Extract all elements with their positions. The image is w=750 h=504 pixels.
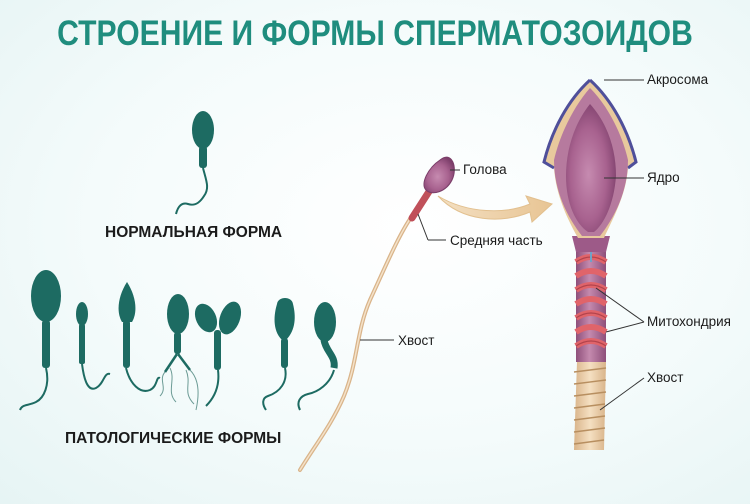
pathological-forms-caption: ПАТОЛОГИЧЕСКИЕ ФОРМЫ [65, 430, 282, 447]
label-acrosome: Акросома [647, 72, 709, 87]
pathological-sperm-silhouettes [19, 270, 338, 411]
label-tail: Хвост [398, 333, 435, 348]
label-head: Голова [463, 162, 507, 177]
label-mitochondria: Митохондрия [647, 314, 731, 329]
zoom-arrow [437, 195, 553, 223]
label-detail-tail: Хвост [647, 370, 684, 385]
leader-lines [360, 79, 645, 411]
normal-form-caption: НОРМАЛЬНАЯ ФОРМА [105, 224, 283, 241]
page-title: СТРОЕНИЕ И ФОРМЫ СПЕРМАТОЗОИДОВ [57, 14, 693, 53]
label-midpiece: Средняя часть [450, 233, 543, 248]
enlarged-spermatozoon [542, 78, 638, 450]
label-nucleus: Ядро [647, 170, 680, 185]
normal-sperm-silhouette [175, 111, 214, 215]
whole-spermatozoon [298, 156, 455, 472]
